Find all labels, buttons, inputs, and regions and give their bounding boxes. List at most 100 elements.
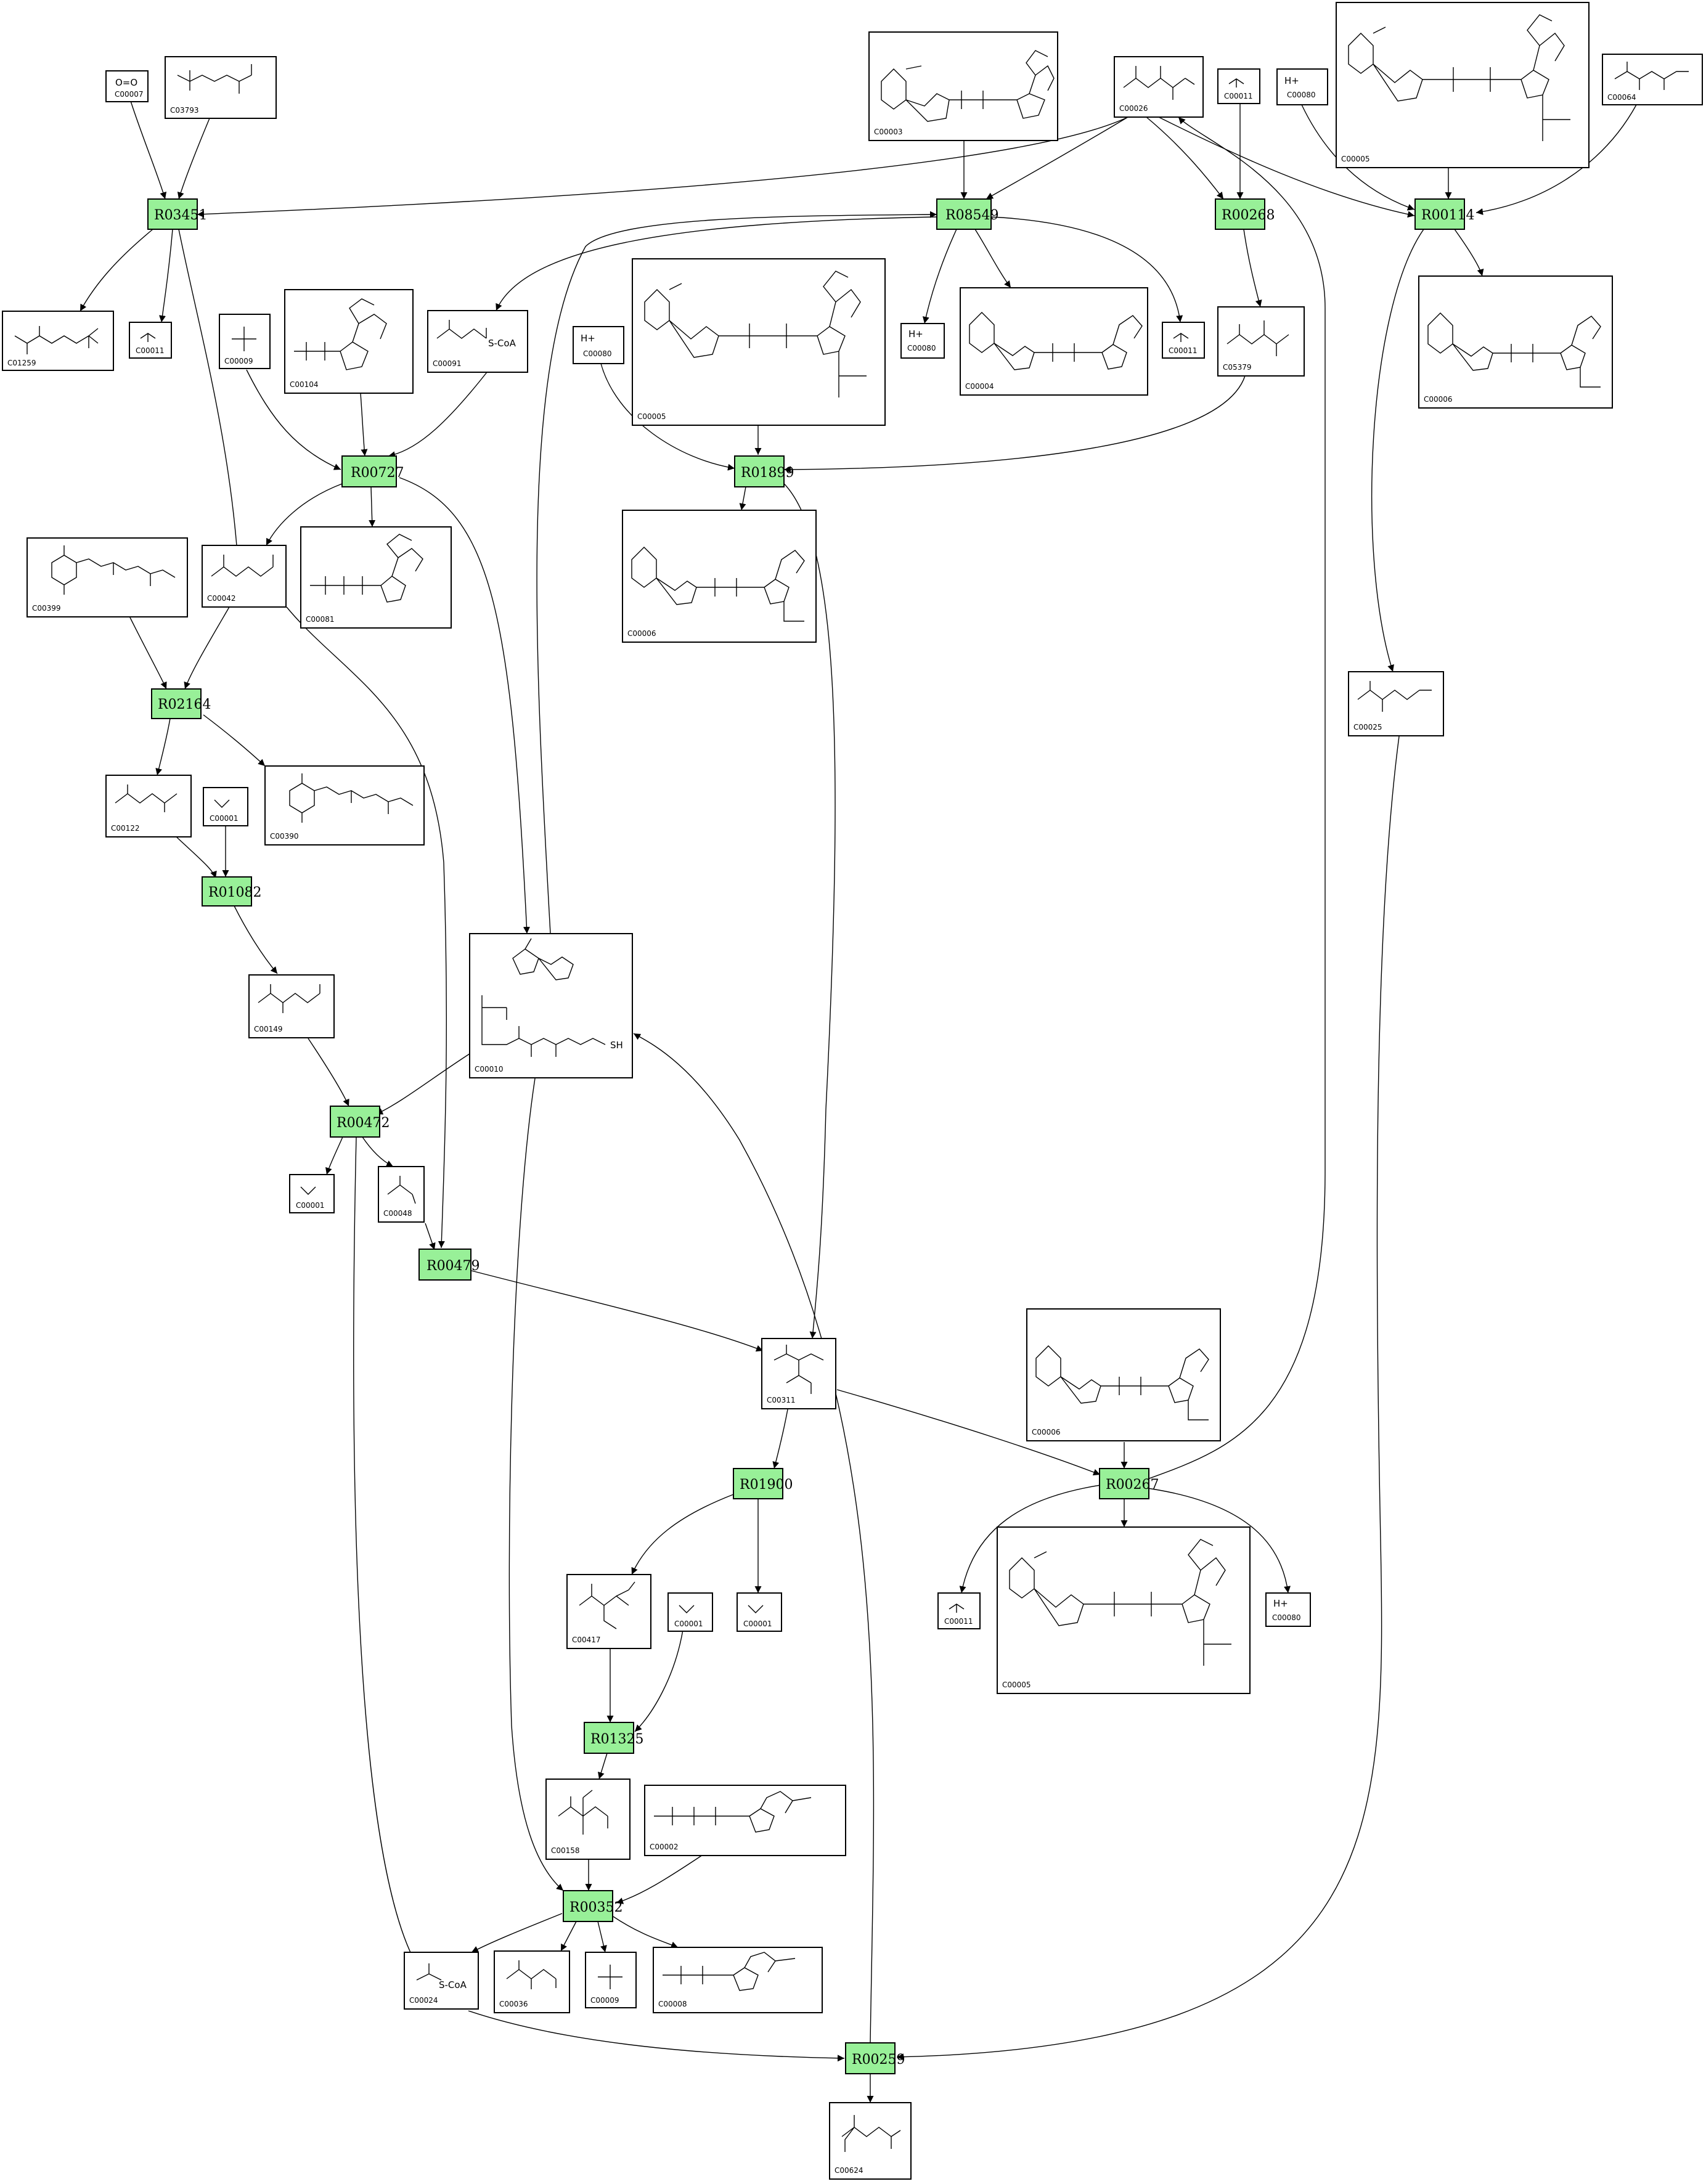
compound-c00009-a[interactable]: C00009	[219, 314, 271, 369]
compound-c00004[interactable]: C00004	[960, 287, 1148, 396]
compound-c01259[interactable]: C01259	[2, 311, 114, 371]
reaction-r01325[interactable]: R01325	[584, 1722, 644, 1754]
reaction-r02164[interactable]: R02164	[151, 688, 211, 719]
structure-c00081	[310, 534, 423, 603]
edge-r08549-c00080a	[922, 229, 957, 324]
compound-c00001-d[interactable]: C00001	[737, 1592, 782, 1632]
compound-c00104[interactable]: C00104	[284, 289, 414, 394]
structure-c00122	[115, 784, 178, 812]
reaction-r01082[interactable]: R01082	[202, 876, 262, 907]
compound-id: C00008	[658, 2000, 687, 2008]
compound-c00036[interactable]: C00036	[494, 1950, 570, 2013]
reaction-r00267[interactable]: R00267	[1099, 1468, 1159, 1499]
compound-id: C03793	[170, 106, 199, 115]
compound-c00005-mid[interactable]: C00005	[632, 258, 886, 426]
compound-c00005-top[interactable]: C00005	[1336, 2, 1590, 168]
compound-id: C00002	[650, 1843, 679, 1851]
compound-c00011-top[interactable]: C00011	[1217, 68, 1260, 104]
structure-c00025	[1357, 681, 1432, 712]
compound-id: C00624	[835, 2166, 863, 2175]
compound-c00024[interactable]: S-CoA C00024	[404, 1952, 479, 2010]
compound-label: H+	[581, 333, 595, 344]
compound-c00001-b[interactable]: C00001	[289, 1174, 335, 1213]
reaction-r00259[interactable]: R00259	[845, 2042, 905, 2074]
structure-c00026	[1123, 66, 1195, 100]
compound-c00080-a[interactable]: H+ C00080	[900, 323, 945, 359]
structure-phosphate	[232, 327, 256, 351]
compound-label: O=O	[115, 77, 137, 88]
compound-id: C00122	[111, 824, 140, 833]
edge-r01325-c00158	[597, 1753, 608, 1780]
compound-c00011-b[interactable]: C00011	[1162, 322, 1205, 359]
compound-c00011-c[interactable]: C00011	[937, 1592, 981, 1629]
compound-c00007[interactable]: O=O C00007	[105, 70, 149, 102]
compound-c00122[interactable]: C00122	[105, 775, 192, 837]
reaction-r01899[interactable]: R01899	[734, 455, 794, 487]
edge-c00026-r03451	[197, 116, 1128, 218]
compound-c00417[interactable]: C00417	[566, 1574, 651, 1649]
compound-id: C00158	[551, 1846, 580, 1855]
reaction-label: R00479	[426, 1258, 480, 1274]
compound-c00624[interactable]: C00624	[829, 2102, 912, 2180]
compound-c00149[interactable]: C00149	[248, 974, 335, 1038]
reaction-label: R02164	[158, 697, 211, 712]
compound-id: C01259	[7, 359, 36, 367]
compound-c00003[interactable]: C00003	[868, 31, 1058, 141]
compound-c00006-c[interactable]: C00006	[1026, 1308, 1221, 1441]
compound-c00080-top[interactable]: H+ C00080	[1276, 68, 1328, 105]
compound-id: C00009	[224, 357, 253, 365]
reaction-r01900[interactable]: R01900	[733, 1468, 793, 1499]
compound-c00081[interactable]: C00081	[300, 526, 452, 629]
compound-c00080-d[interactable]: H+ C00080	[1265, 1592, 1311, 1627]
compound-c00006-a[interactable]: C00006	[1418, 275, 1613, 409]
compound-c00048[interactable]: C00048	[378, 1166, 425, 1223]
compound-c00158[interactable]: C00158	[545, 1779, 631, 1860]
compound-c00009-b[interactable]: C00009	[585, 1952, 637, 2008]
compound-id: C00004	[965, 382, 994, 391]
reaction-r00268[interactable]: R00268	[1215, 198, 1275, 230]
edge-c05379-r01899	[783, 375, 1246, 473]
compound-c00311[interactable]: C00311	[761, 1338, 836, 1409]
compound-c00002[interactable]: C00002	[644, 1785, 846, 1856]
compound-label: H+	[1273, 1598, 1288, 1609]
reaction-r00472[interactable]: R00472	[330, 1106, 390, 1138]
edge-r00267-c00026	[1147, 116, 1326, 1480]
reaction-r00352[interactable]: R00352	[563, 1890, 623, 1922]
edge-c00311-r00267	[836, 1389, 1101, 1476]
structure-water	[679, 1605, 695, 1613]
compound-id: C00003	[874, 128, 903, 136]
structure-c00091	[436, 320, 487, 339]
structure-c00004	[969, 312, 1143, 370]
compound-c00001-c[interactable]: C00001	[667, 1592, 713, 1632]
compound-c00080-b[interactable]: H+ C00080	[573, 326, 624, 364]
reaction-label: R08549	[945, 208, 999, 223]
compound-c00008[interactable]: C00008	[653, 1947, 823, 2013]
compound-c00390[interactable]: C00390	[264, 765, 425, 845]
structure-c00048	[387, 1176, 416, 1204]
compound-c00042[interactable]: C00042	[202, 545, 287, 608]
structure-co2	[1173, 333, 1189, 342]
structure-c00024	[416, 1963, 442, 1981]
structure-c00006	[1427, 312, 1601, 388]
reaction-r00114[interactable]: R00114	[1414, 198, 1475, 230]
compound-c00001-a[interactable]: C00001	[203, 787, 248, 826]
compound-c00025[interactable]: C00025	[1348, 671, 1444, 736]
structure-c00158	[558, 1790, 608, 1835]
edge-r01899-c00006b	[739, 486, 746, 511]
compound-c05379[interactable]: C05379	[1217, 306, 1305, 377]
reaction-r00727[interactable]: R00727	[341, 455, 404, 487]
reaction-r03451[interactable]: R03451	[147, 198, 208, 230]
compound-id: C00026	[1119, 104, 1148, 113]
compound-c00064[interactable]: C00064	[1602, 54, 1703, 105]
compound-c00011-a[interactable]: C00011	[129, 322, 172, 359]
compound-c00399[interactable]: C00399	[27, 537, 188, 617]
compound-c00006-b[interactable]: C00006	[622, 510, 817, 643]
compound-c00026[interactable]: C00026	[1114, 56, 1204, 118]
compound-c00091[interactable]: S-CoA C00091	[427, 310, 528, 373]
reaction-r08549[interactable]: R08549	[936, 198, 999, 230]
compound-c00010[interactable]: SH C00010	[469, 933, 633, 1078]
compound-c03793[interactable]: C03793	[165, 56, 277, 119]
reaction-label: R00259	[852, 2052, 905, 2068]
reaction-r00479[interactable]: R00479	[418, 1249, 480, 1281]
compound-c00005-bottom[interactable]: C00005	[997, 1526, 1251, 1694]
